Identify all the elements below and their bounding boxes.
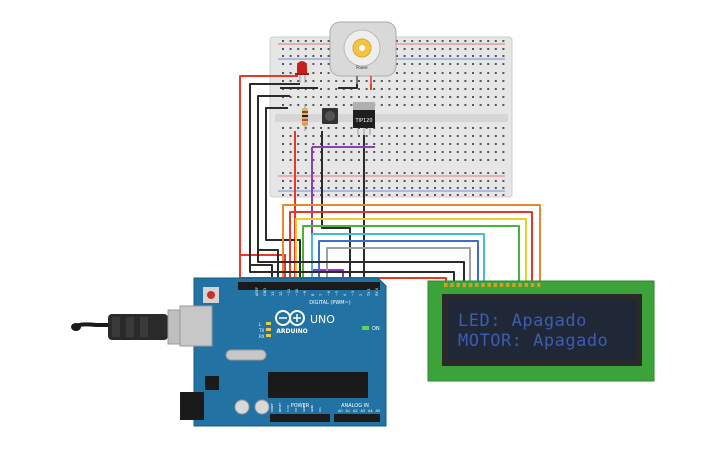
pin-label: ~10 <box>295 289 299 296</box>
wire-black-button <box>321 131 351 285</box>
lcd-pin <box>456 283 460 287</box>
lcd-pin-header <box>444 283 541 287</box>
power-pin-label: 5V <box>294 407 298 412</box>
l-led-label: L <box>259 322 262 327</box>
resistor-breadboard[interactable] <box>302 104 308 131</box>
lcd-pin <box>444 283 448 287</box>
power-pin-label: 3.3V <box>286 404 290 412</box>
analog-pin-label: A1 <box>346 409 351 413</box>
pin-label: 8 <box>311 294 315 296</box>
analog-pin-label: A3 <box>361 409 366 413</box>
lcd-pin <box>512 283 516 287</box>
pin-label: TX 1 <box>367 288 371 297</box>
pin-label: ~9 <box>303 291 307 296</box>
tip120-transistor[interactable]: TIP120 <box>353 102 375 135</box>
arduino-logo-icon <box>275 310 305 326</box>
wire-green <box>302 225 520 285</box>
usb-cable[interactable] <box>71 309 197 345</box>
arduino-brand: ARDUINO <box>276 328 307 335</box>
lcd-pin <box>530 283 535 287</box>
lcd-pin <box>462 283 467 287</box>
wire-black-lcd1 <box>257 250 465 283</box>
pin-label: ~3 <box>351 291 355 296</box>
digital-pin-labels: AREF GND 13 12 ~11 ~10 ~9 8 7 ~6 ~5 4 ~3 2 TX 1 RX 0 <box>255 287 379 297</box>
motor-label: Power <box>356 65 368 70</box>
analog-pin-label: A0 <box>338 409 343 413</box>
lcd-pin <box>487 283 491 287</box>
tx-led-label: TX <box>258 328 264 333</box>
on-led-label: ON <box>372 326 380 332</box>
wire-gray <box>326 247 471 285</box>
wire-black-motor <box>338 84 358 89</box>
pin-label: GND <box>263 288 267 296</box>
push-button[interactable] <box>322 108 338 124</box>
lcd-pin <box>524 283 529 287</box>
pin-label: 2 <box>359 294 363 296</box>
power-pin-label: IOREF <box>270 403 274 412</box>
arduino-uno-board[interactable]: ARDUINO UNO DIGITAL (PWM~) ANALOG IN POW… <box>179 277 387 427</box>
breadboard <box>269 36 513 198</box>
pin-label: RX 0 <box>375 288 379 296</box>
lcd-line-1: LED: Apagado <box>458 311 587 331</box>
pin-label: 12 <box>279 292 283 296</box>
lcd-line-2: MOTOR: Apagado <box>458 331 608 351</box>
analog-pin-label: A2 <box>353 409 358 413</box>
lcd-pin <box>475 283 479 287</box>
pin-label: AREF <box>255 287 259 296</box>
pin-label: ~5 <box>335 291 339 296</box>
lcd-pin <box>499 283 504 287</box>
wire-orange <box>282 204 541 285</box>
lcd-pin <box>537 283 541 287</box>
on-led <box>362 326 369 330</box>
power-pin-labels: IOREF RESET 3.3V 5V GND GND Vin <box>270 402 322 412</box>
rx-led-label: RX <box>259 334 265 339</box>
red-led[interactable] <box>295 61 309 83</box>
analog-pin-label: A4 <box>368 409 373 413</box>
pin-label: 7 <box>319 294 323 296</box>
dc-motor[interactable]: Power <box>329 21 397 84</box>
pin-label: ~6 <box>327 291 331 296</box>
power-pin-label: RESET <box>278 402 282 412</box>
lcd-16x2-display[interactable]: LED: Apagado MOTOR: Apagado <box>427 280 655 382</box>
lcd-pin <box>518 283 522 287</box>
wire-yellow <box>295 218 527 285</box>
wire-black-3 <box>265 107 301 285</box>
power-header-label: POWER <box>291 403 310 409</box>
transistor-label: TIP120 <box>354 118 372 124</box>
analog-pin-label: A5 <box>376 409 381 413</box>
lcd-pin <box>450 283 454 287</box>
wire-red-lcd <box>289 211 533 285</box>
wire-black-lcd2 <box>249 265 455 283</box>
arduino-model: UNO <box>310 313 335 326</box>
power-pin-label: Vin <box>318 407 322 412</box>
digital-header-label: DIGITAL (PWM~) <box>309 300 351 306</box>
analog-header-label: ANALOG IN <box>341 403 369 409</box>
power-pin-label: GND <box>310 404 314 412</box>
pin-label: 13 <box>271 292 275 296</box>
lcd-pin <box>468 283 473 287</box>
lcd-pin <box>493 283 498 287</box>
pin-label: ~11 <box>287 289 291 296</box>
pin-label: 4 <box>343 293 347 296</box>
lcd-pin <box>481 283 485 287</box>
wire-cyan <box>311 233 485 285</box>
power-pin-label: GND <box>302 404 306 412</box>
lcd-pin <box>506 283 510 287</box>
